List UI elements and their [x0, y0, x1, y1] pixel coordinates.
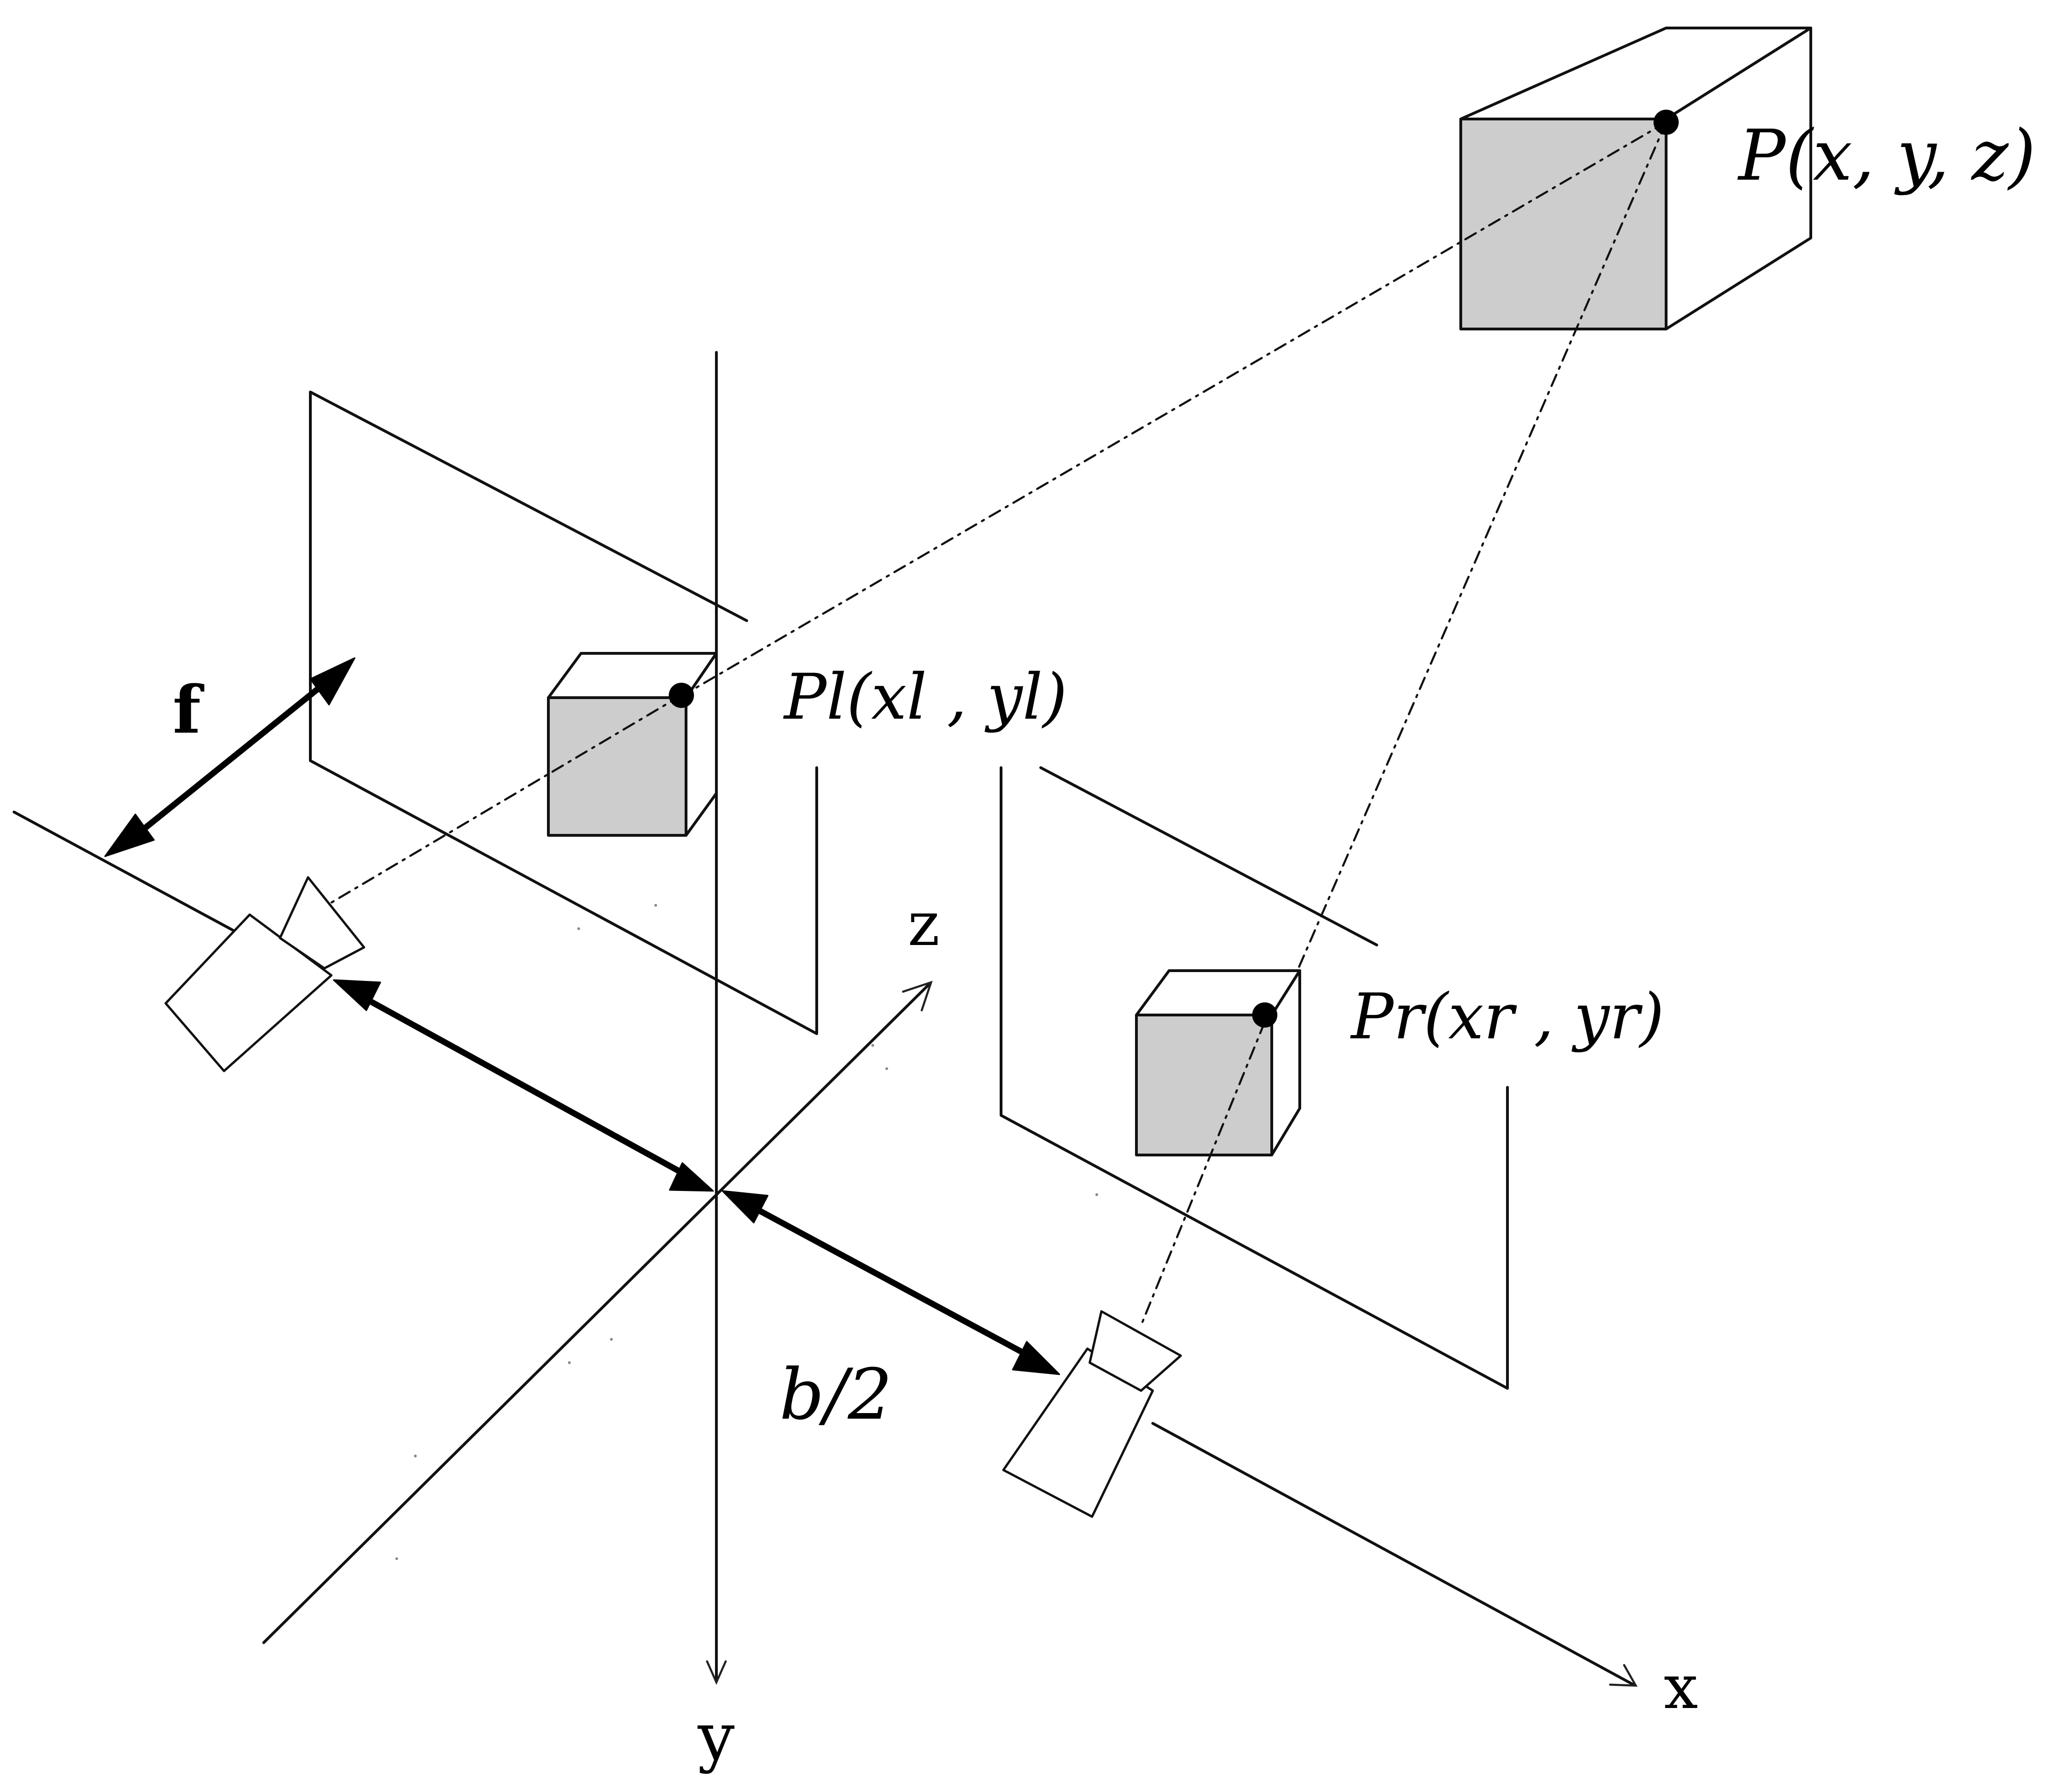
left-camera-icon	[164, 876, 365, 1072]
left-image-cube	[547, 652, 718, 837]
focal-length-label: f	[173, 672, 204, 749]
world-cube	[1459, 27, 1812, 330]
scan-specks	[395, 904, 1098, 1560]
x-axis	[13, 811, 1638, 1687]
projection-rays	[325, 121, 1668, 1327]
focal-length-arrow	[104, 657, 356, 857]
y-axis	[706, 351, 727, 1685]
x-axis-label: x	[1664, 1652, 1698, 1722]
left-image-plane	[309, 391, 818, 1035]
right-point-label: Pr(xr , yr)	[1350, 980, 1664, 1053]
right-point-dot	[1252, 1002, 1277, 1028]
z-axis-label: z	[908, 889, 940, 959]
right-camera-icon	[1002, 1310, 1182, 1518]
z-axis	[262, 980, 933, 1644]
half-baseline-arrow	[722, 1190, 1060, 1375]
world-point-label: P(x, y, z)	[1737, 115, 2036, 196]
left-point-dot	[669, 683, 694, 708]
world-point-dot	[1654, 110, 1679, 135]
left-baseline-arrow	[333, 979, 714, 1192]
left-point-label: Pl(xl , yl)	[783, 660, 1067, 734]
y-axis-label: y	[697, 1699, 735, 1775]
right-image-cube	[1135, 969, 1301, 1156]
half-baseline-label: b/2	[779, 1354, 892, 1435]
